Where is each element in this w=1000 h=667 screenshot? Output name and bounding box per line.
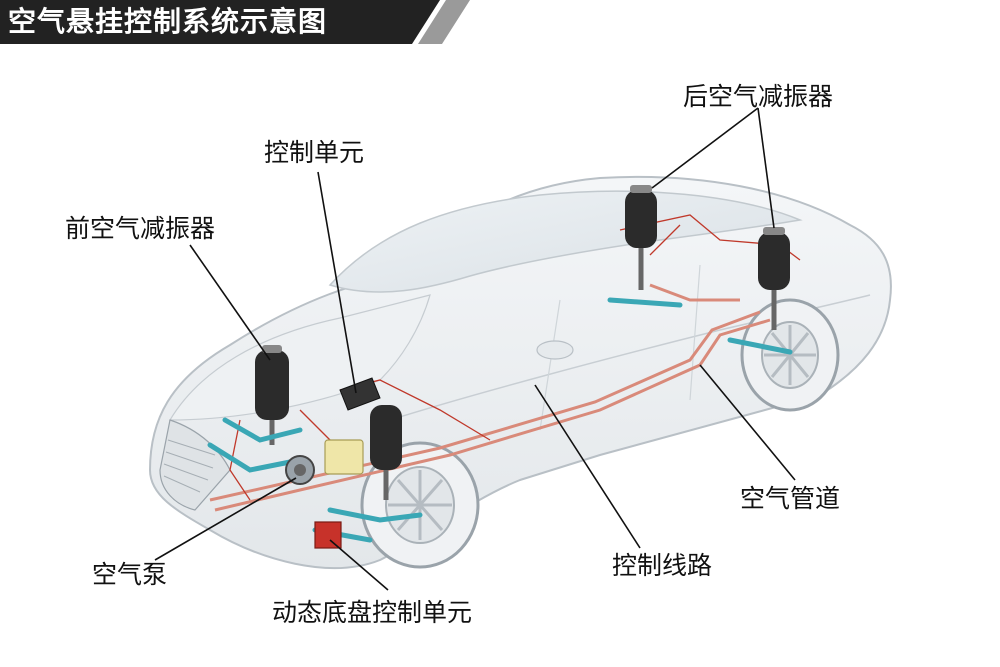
reservoir <box>324 439 364 475</box>
front-wheel <box>360 441 480 569</box>
front-suspension-arms <box>207 417 423 543</box>
leader-dynamic-chassis-control-unit <box>329 539 389 591</box>
label-air-pipe: 空气管道 <box>740 484 841 513</box>
leader-control-wiring <box>534 384 641 549</box>
label-front-air-shock: 前空气减振器 <box>65 214 216 243</box>
label-dynamic-chassis-control-unit: 动态底盘控制单元 <box>272 598 473 627</box>
front-air-strut <box>255 345 402 500</box>
rear-wheel <box>740 298 840 412</box>
leader-rear-air-shock-1 <box>651 107 759 189</box>
label-control-unit: 控制单元 <box>264 138 365 167</box>
leader-air-pipe <box>699 364 796 481</box>
control-unit-module <box>339 377 381 411</box>
rear-air-struts <box>625 185 790 330</box>
leader-air-pump <box>154 477 297 561</box>
leader-control-unit <box>317 171 357 394</box>
title-banner: 空气悬挂控制系统示意图 <box>0 0 470 44</box>
label-control-wiring: 控制线路 <box>612 551 713 580</box>
label-rear-air-shock: 后空气减振器 <box>683 82 834 111</box>
callout-leader-lines <box>154 107 796 591</box>
page-title: 空气悬挂控制系统示意图 <box>8 5 328 38</box>
dynamic-chassis-control-unit-module <box>314 521 342 549</box>
title-banner-shape <box>0 0 470 44</box>
label-air-pump: 空气泵 <box>92 560 168 589</box>
leader-rear-air-shock-2 <box>757 107 775 229</box>
air-pump-device <box>285 455 315 485</box>
rear-suspension-arms <box>607 297 793 355</box>
leader-front-air-shock <box>189 244 271 361</box>
